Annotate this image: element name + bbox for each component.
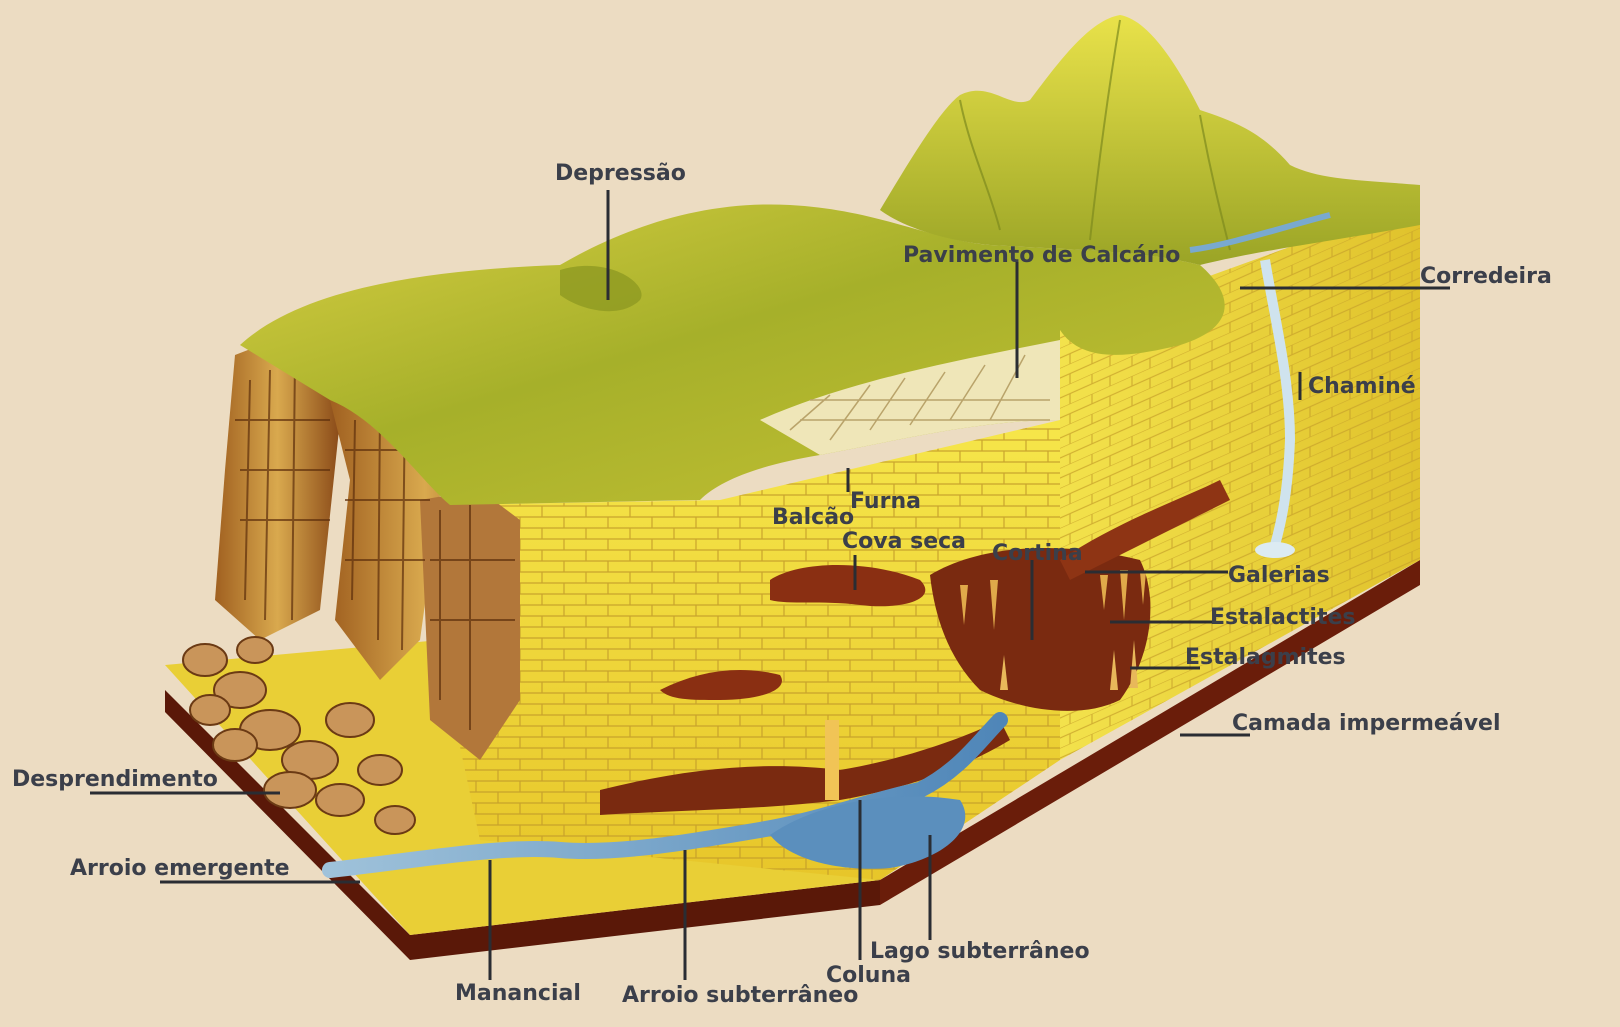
label-chamine: Chaminé xyxy=(1308,374,1416,399)
label-coluna: Coluna xyxy=(826,963,911,988)
label-estalagmites: Estalagmites xyxy=(1185,645,1346,670)
column xyxy=(825,720,839,800)
label-depressao: Depressão xyxy=(555,161,686,186)
label-pavimento: Pavimento de Calcário xyxy=(903,243,1180,268)
label-lago: Lago subterrâneo xyxy=(870,939,1090,964)
label-estalactites: Estalactites xyxy=(1210,605,1356,630)
mountain-range xyxy=(880,15,1420,265)
label-cortina: Cortina xyxy=(992,541,1083,566)
label-arroio-subterraneo: Arroio subterrâneo xyxy=(622,983,858,1008)
label-arroio-emergente: Arroio emergente xyxy=(70,856,290,881)
label-cova-seca: Cova seca xyxy=(842,529,966,554)
waterfall-pool xyxy=(1255,542,1295,558)
label-desprendimento: Desprendimento xyxy=(12,767,218,792)
label-balcao: Balcão xyxy=(772,505,854,530)
label-corredeira: Corredeira xyxy=(1420,264,1552,289)
label-furna: Furna xyxy=(850,489,921,514)
label-manancial: Manancial xyxy=(455,981,581,1006)
label-galerias: Galerias xyxy=(1228,563,1330,588)
label-camada: Camada impermeável xyxy=(1232,711,1501,736)
